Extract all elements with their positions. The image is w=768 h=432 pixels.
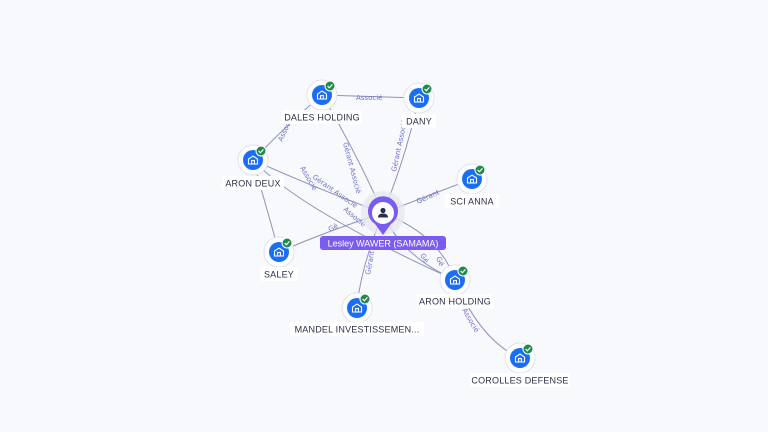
node-label-bg	[260, 267, 298, 281]
node-label: DALES HOLDING	[284, 113, 360, 123]
node-label: ARON HOLDING	[419, 297, 491, 307]
node-label: SCI ANNA	[450, 197, 494, 207]
building-icon	[316, 90, 328, 100]
node-label-bg	[290, 322, 424, 336]
node-label-bg	[417, 294, 493, 308]
building-icon	[449, 275, 461, 285]
verified-icon	[324, 80, 336, 92]
company-node-sci-anna[interactable]: SCI ANNA	[445, 163, 499, 208]
node-label: SALEY	[264, 270, 294, 280]
node-label: ARON DEUX	[225, 179, 280, 189]
edge-label-scianna-person: Gérant	[415, 188, 440, 206]
edge-label-person-mandel: Gérant	[364, 250, 376, 275]
node-label-bg	[402, 114, 436, 128]
person-node[interactable]: Lesley WAWER (SAMAMA)	[320, 191, 446, 250]
edge-label-person-aronholding-b: Gé	[434, 255, 445, 267]
building-icon	[351, 303, 363, 313]
person-label: Lesley WAWER (SAMAMA)	[328, 239, 439, 249]
node-label-bg	[445, 194, 499, 208]
company-node-dales-holding[interactable]: DALES HOLDING	[282, 79, 362, 124]
company-node-aron-holding[interactable]: ARON HOLDING	[417, 264, 493, 308]
person-label-bg	[320, 236, 446, 250]
verified-icon	[255, 145, 267, 157]
verified-icon	[359, 293, 371, 305]
edge-label-dales-person: Gérant Associé	[341, 141, 362, 194]
node-label: MANDEL INVESTISSEMEN...	[295, 325, 420, 335]
edge-dales-dany	[321, 94, 420, 99]
node-label: COROLLES DEFENSE	[471, 376, 568, 386]
edge-label-dales-dany: Associé	[356, 94, 382, 102]
verified-icon	[474, 164, 486, 176]
edge-label-saley-person: Gé	[327, 222, 339, 234]
verified-icon	[421, 83, 433, 95]
node-label: DANY	[406, 117, 432, 127]
verified-icon	[457, 265, 469, 277]
building-icon	[413, 93, 425, 103]
company-node-mandel[interactable]: MANDEL INVESTISSEMEN...	[290, 292, 424, 336]
person-icon	[378, 207, 388, 218]
company-node-dany[interactable]: DANY	[402, 82, 436, 128]
edge-arondeux-saley	[252, 159, 280, 253]
company-nodes: DALES HOLDING DANY	[222, 79, 570, 387]
node-label-bg	[470, 373, 570, 387]
company-node-saley[interactable]: SALEY	[260, 236, 298, 281]
edge-arondeux-aronholding	[252, 159, 456, 281]
building-icon	[514, 353, 526, 363]
edge-label-person-aronholding-a: Gé	[418, 252, 430, 264]
verified-icon	[522, 343, 534, 355]
building-icon	[273, 247, 285, 257]
verified-icon	[281, 237, 293, 249]
building-icon	[247, 155, 259, 165]
company-node-aron-deux[interactable]: ARON DEUX	[222, 144, 284, 190]
node-label-bg	[222, 176, 284, 190]
node-label-bg	[282, 110, 362, 124]
building-icon	[466, 174, 478, 184]
company-node-corolles-defense[interactable]: COROLLES DEFENSE	[470, 342, 570, 387]
